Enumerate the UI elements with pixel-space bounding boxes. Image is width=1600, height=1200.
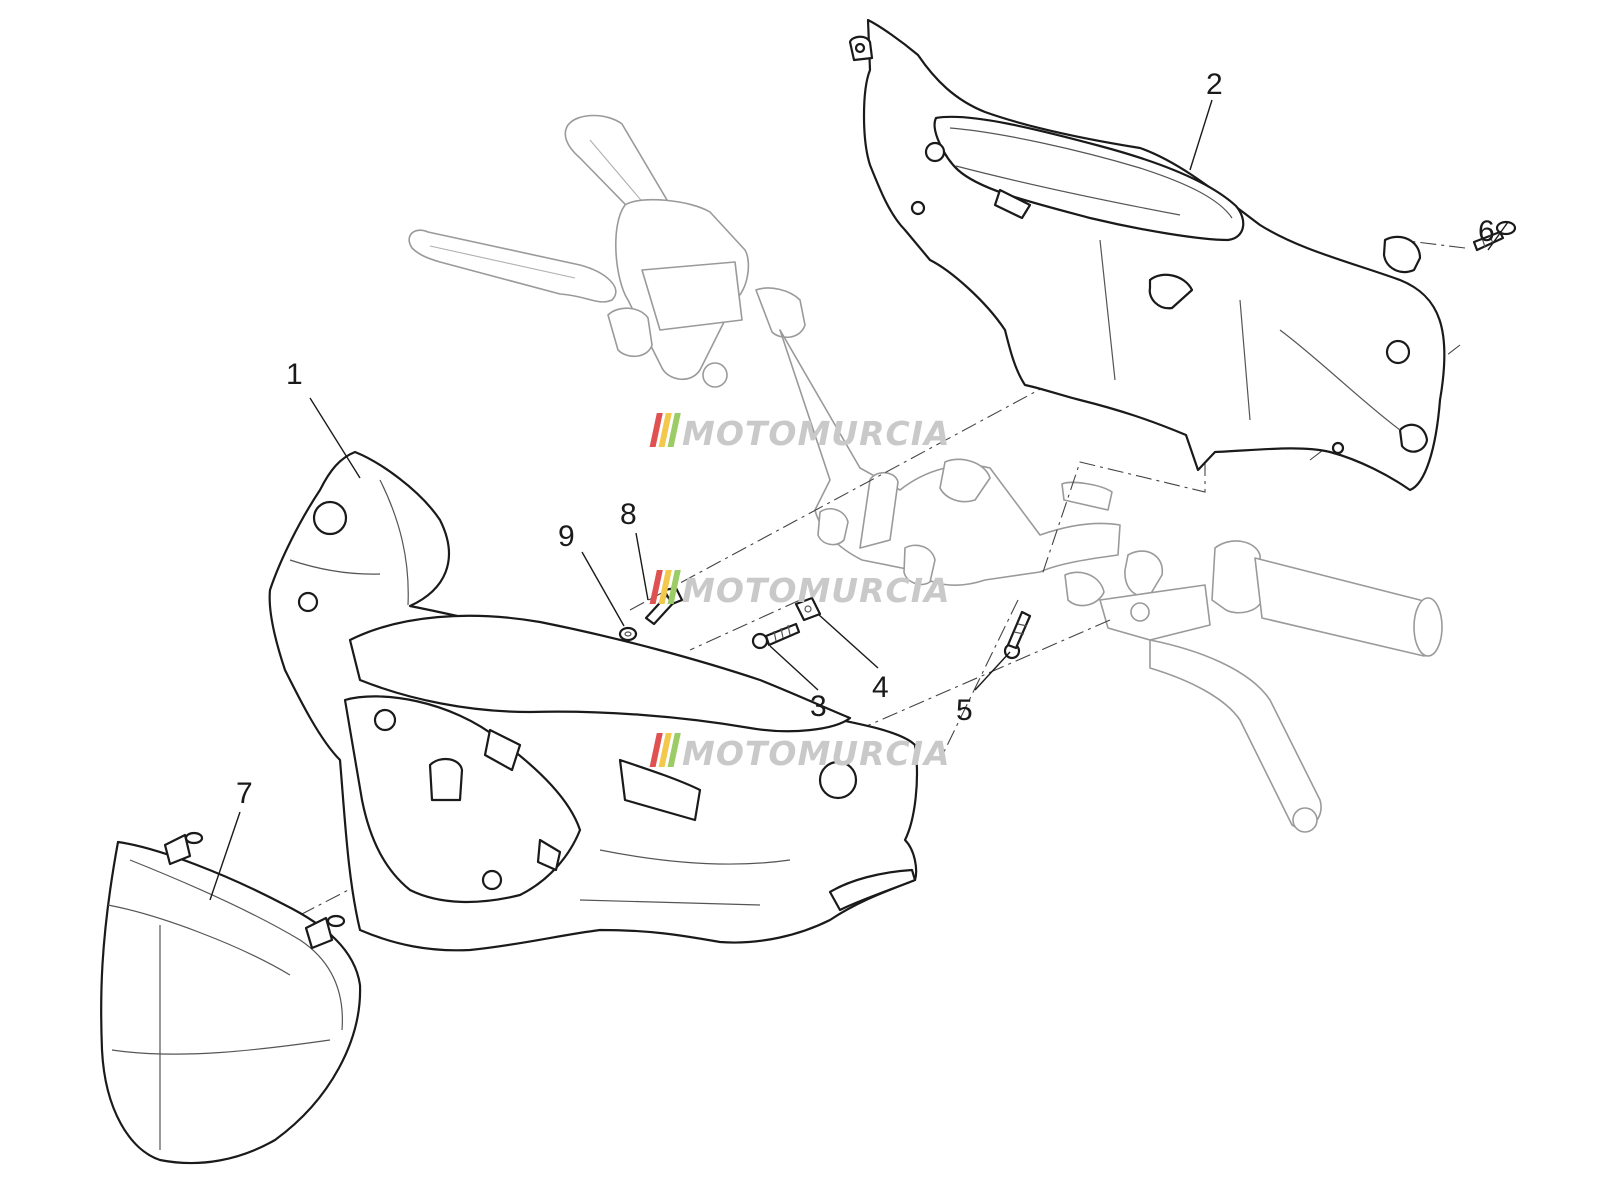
watermark-text: MOTOMURCIA xyxy=(682,734,951,773)
watermark-top: MOTOMURCIA xyxy=(649,413,951,453)
callout-4: 4 xyxy=(872,671,889,704)
watermark-middle: MOTOMURCIA xyxy=(649,570,951,610)
part-4-clip-nut xyxy=(794,596,822,622)
callout-2: 2 xyxy=(1206,68,1223,101)
part-3-screw xyxy=(751,622,801,650)
lens-mounting-pin-upper xyxy=(163,831,204,866)
callout-5: 5 xyxy=(956,694,973,727)
callout-7: 7 xyxy=(236,777,253,810)
handlebar-assembly-ghost xyxy=(408,114,1443,833)
watermark-text: MOTOMURCIA xyxy=(682,571,951,610)
callout-labels: 1 2 3 4 5 6 7 8 9 xyxy=(236,68,1495,810)
part-2-rear-handlebar-cover xyxy=(848,18,1446,492)
callout-6: 6 xyxy=(1478,215,1495,248)
callout-8: 8 xyxy=(620,498,637,531)
callout-1: 1 xyxy=(286,358,303,391)
watermark-bottom: MOTOMURCIA xyxy=(649,733,951,773)
part-5-screw xyxy=(1003,610,1032,660)
part-1-front-handlebar-cover xyxy=(268,450,919,952)
callout-9: 9 xyxy=(558,520,575,553)
part-9-washer xyxy=(618,626,638,642)
lens-mounting-pin-lower xyxy=(304,914,346,950)
part-7-headlight-lens xyxy=(100,831,362,1165)
callout-leaders xyxy=(209,99,1509,901)
watermark-text: MOTOMURCIA xyxy=(682,414,951,453)
callout-3: 3 xyxy=(810,690,827,723)
